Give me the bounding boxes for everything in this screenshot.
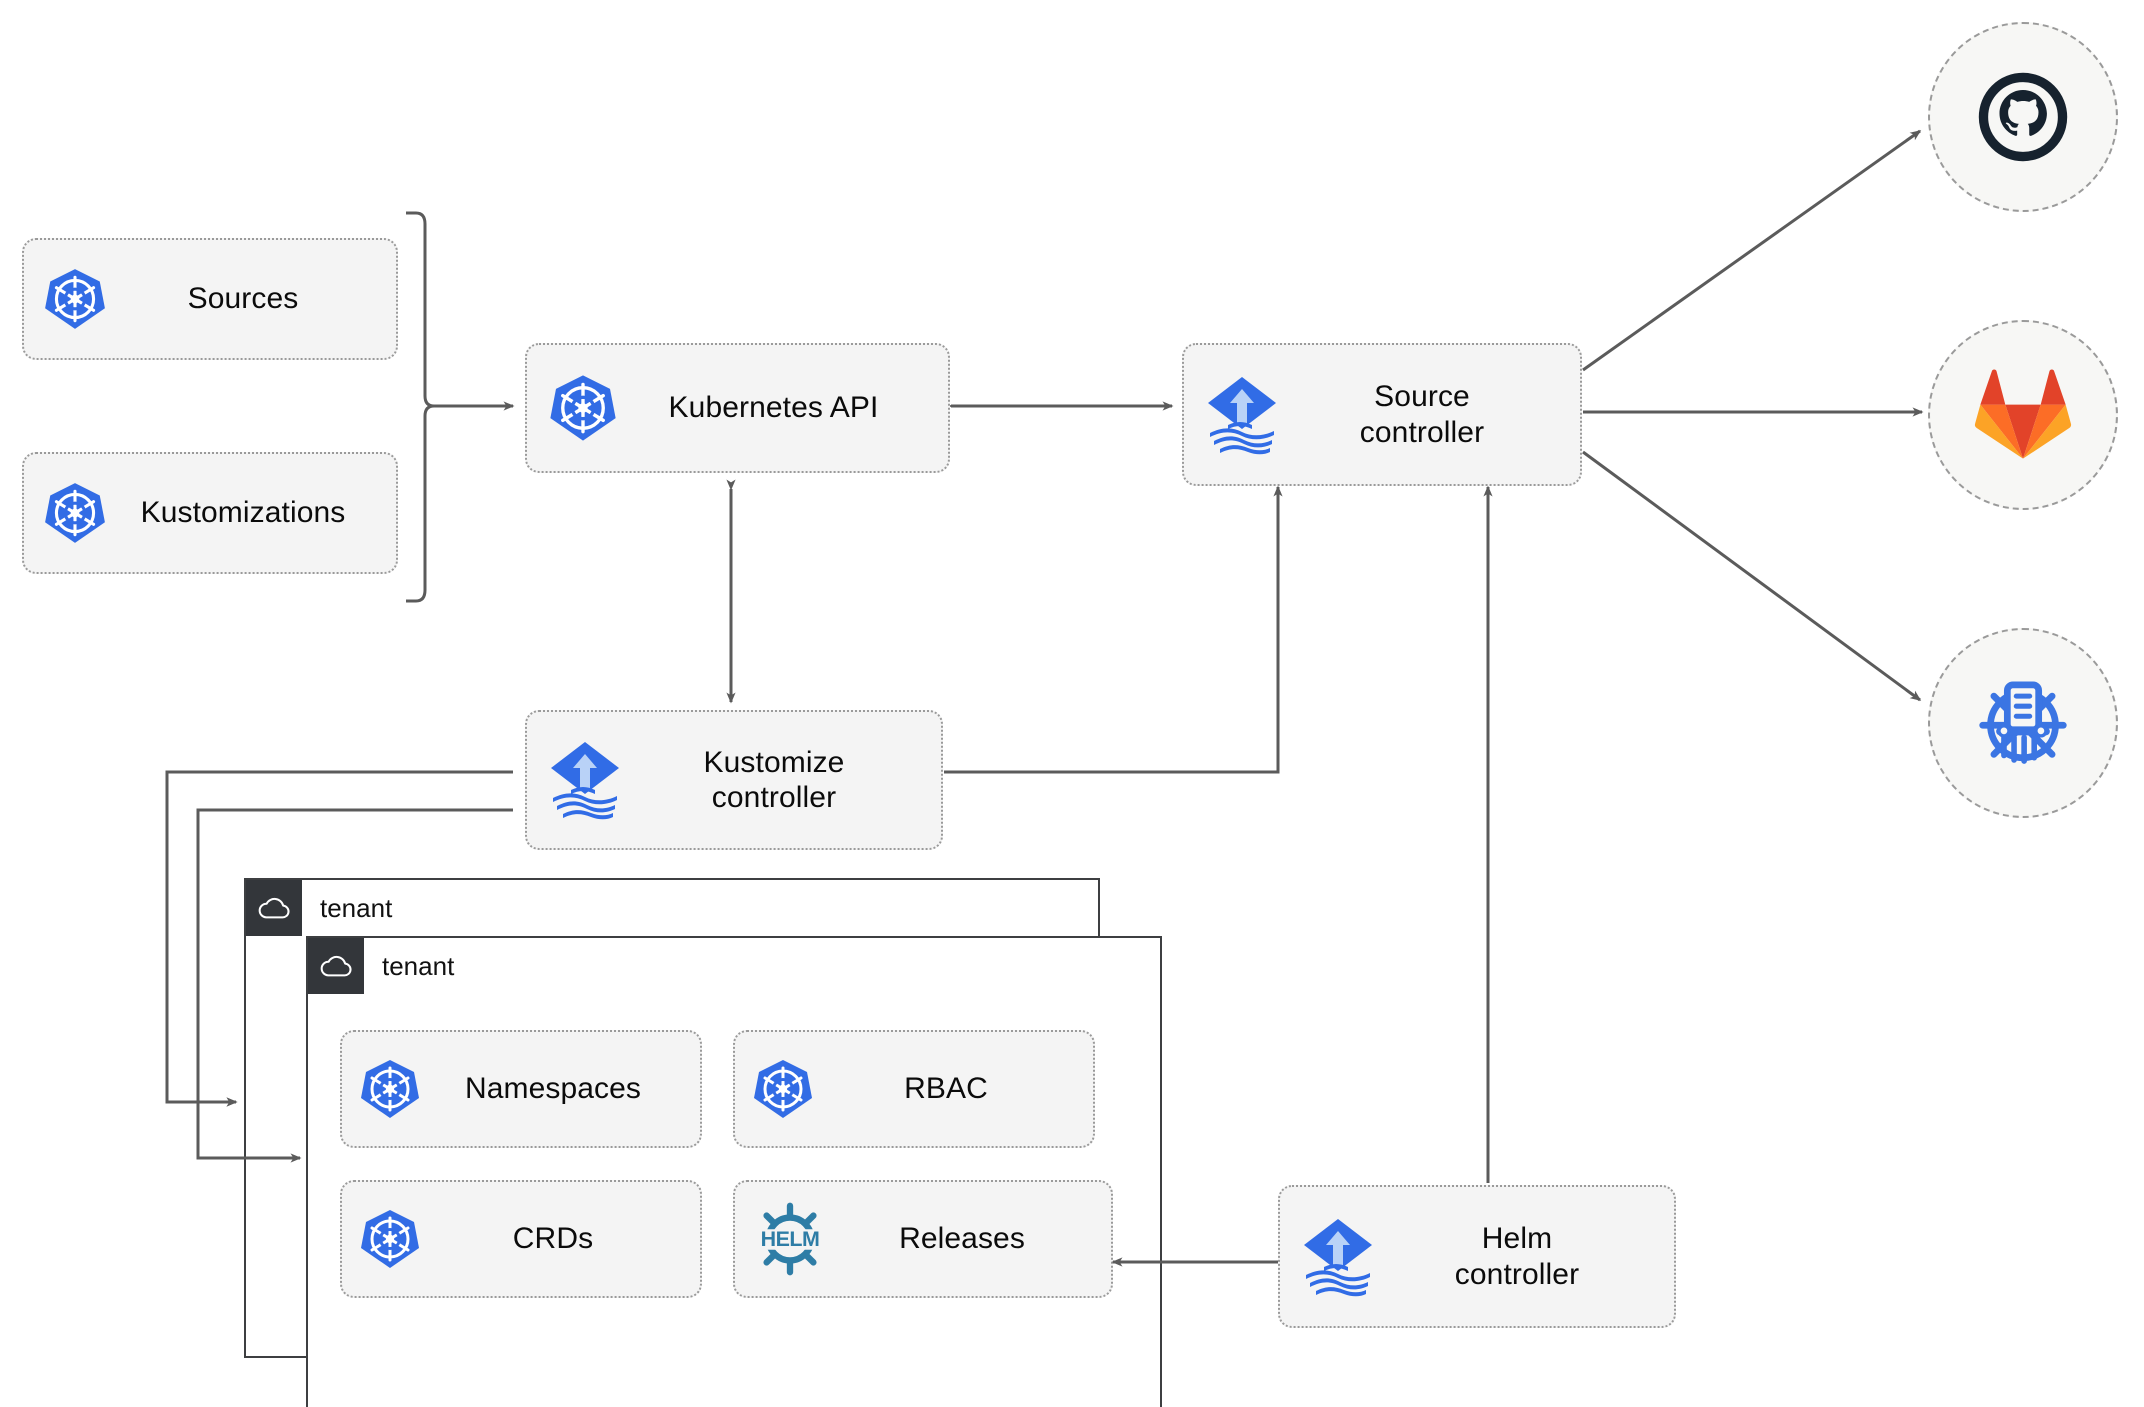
flux-icon — [1298, 1215, 1378, 1299]
node-label: Kustomize controller — [703, 745, 845, 814]
helm-icon: HELM — [751, 1200, 829, 1278]
node-label: Namespaces — [464, 1072, 642, 1106]
tenant-label: tenant — [320, 892, 393, 923]
tenant-header: tenant — [308, 938, 454, 994]
kubernetes-icon — [547, 372, 619, 444]
kubernetes-icon — [42, 266, 108, 332]
helm-repository-icon — [1979, 681, 2067, 764]
tenant-header: tenant — [246, 880, 392, 936]
node-label: RBAC — [904, 1072, 988, 1106]
tenant-label: tenant — [382, 950, 455, 981]
kubernetes-icon — [751, 1057, 815, 1121]
node-label: Source controller — [1359, 380, 1485, 449]
external-gitlab[interactable] — [1928, 320, 2118, 510]
node-sources[interactable]: Sources — [22, 238, 398, 360]
kubernetes-icon — [358, 1207, 422, 1271]
node-label: Helm controller — [1454, 1222, 1580, 1291]
svg-text:HELM: HELM — [761, 1227, 820, 1251]
cloud-icon — [246, 880, 302, 936]
kubernetes-icon — [42, 480, 108, 546]
group-bracket — [406, 211, 435, 603]
flux-icon — [545, 738, 625, 822]
node-label: Kubernetes API — [668, 391, 879, 425]
external-helm-repository[interactable] — [1928, 628, 2118, 818]
node-label: Kustomizations — [140, 496, 346, 530]
node-kustomize-controller[interactable]: Kustomize controller — [525, 710, 943, 850]
wire-source-to-github — [1582, 129, 1922, 372]
node-label: CRDs — [512, 1222, 594, 1256]
node-kustomizations[interactable]: Kustomizations — [22, 452, 398, 574]
github-icon — [1978, 72, 2068, 162]
node-namespaces[interactable]: Namespaces — [340, 1030, 702, 1148]
node-crds[interactable]: CRDs — [340, 1180, 702, 1298]
node-kubernetes-api[interactable]: Kubernetes API — [525, 343, 950, 473]
node-label: Sources — [187, 282, 299, 316]
node-label: Releases — [899, 1222, 1025, 1256]
cloud-icon — [308, 938, 364, 994]
wire-kustomize-to-source-controller — [944, 485, 1283, 774]
external-github[interactable] — [1928, 22, 2118, 212]
gitlab-icon — [1974, 369, 2072, 459]
flux-icon — [1202, 373, 1282, 457]
node-helm-controller[interactable]: Helm controller — [1278, 1185, 1676, 1328]
node-source-controller[interactable]: Source controller — [1182, 343, 1582, 486]
kubernetes-icon — [358, 1057, 422, 1121]
node-rbac[interactable]: RBAC — [733, 1030, 1095, 1148]
node-releases[interactable]: HELM Releases — [733, 1180, 1113, 1298]
tenant-frame-front[interactable]: tenant — [306, 936, 1162, 1407]
wire-source-to-bucket — [1582, 450, 1922, 702]
